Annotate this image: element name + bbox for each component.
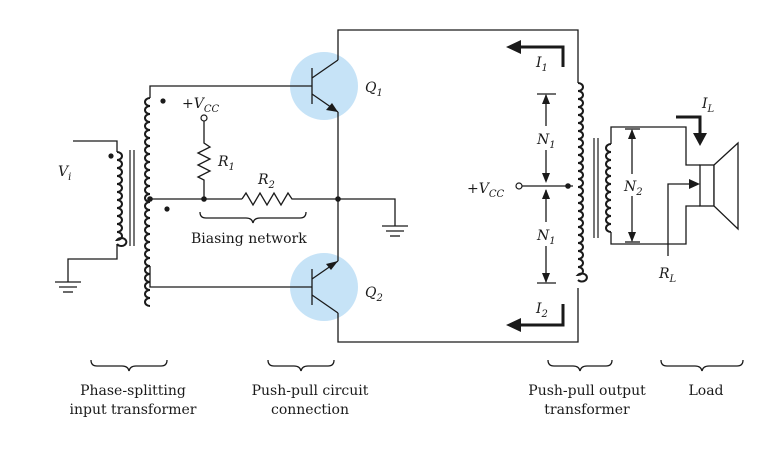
transistor-q2: Q2 [290, 253, 383, 321]
caption-output-transformer: Push-pull output transformer [528, 359, 646, 418]
svg-text:Push-pull circuit: Push-pull circuit [252, 383, 369, 399]
output-transformer: +VCC N1 N1 N2 [467, 40, 700, 332]
rl-label: RL [658, 266, 677, 285]
caption-load: Load [660, 359, 744, 399]
rl-pointer [667, 183, 692, 256]
n1-bottom-label: N1 [536, 228, 556, 247]
q2-collector-wire [337, 288, 579, 343]
emitter-node [335, 112, 408, 261]
vcc-left-terminal [200, 114, 208, 122]
speaker-load: RL IL [658, 96, 739, 285]
n1-bottom-dimension: N1 [536, 189, 556, 284]
polarity-dot [108, 153, 114, 159]
input-transformer: Vi [55, 97, 170, 307]
i1-current-arrow: I1 [506, 40, 565, 74]
n2-label: N2 [623, 179, 643, 198]
vcc-left-label: +VCC [182, 96, 219, 115]
i2-current-arrow: I2 [506, 301, 565, 332]
svg-text:Push-pull output: Push-pull output [528, 383, 646, 399]
biasing-network: +VCC R1 R2 Biasing network [147, 85, 338, 288]
wire-to-ground [338, 198, 396, 226]
biasing-network-label: Biasing network [191, 231, 307, 247]
input-wire-bottom [67, 244, 118, 282]
i2-label: I2 [535, 301, 548, 320]
il-label: IL [701, 96, 715, 115]
input-primary-coil [115, 151, 128, 247]
vcc-right-terminal [515, 182, 523, 190]
junction-dot [201, 196, 207, 202]
q1-label: Q1 [365, 80, 383, 99]
speaker-magnet [699, 164, 715, 207]
r1-resistor [196, 121, 212, 199]
svg-text:connection: connection [271, 402, 349, 418]
junction-dot [147, 196, 153, 202]
biasing-brace [199, 211, 307, 224]
wire-secondary-bottom [149, 266, 290, 288]
caption-phase-splitting: Phase-splitting input transformer [70, 359, 197, 418]
ground-icon [382, 225, 408, 237]
transistor-q1: Q1 [290, 52, 383, 120]
svg-text:transformer: transformer [544, 402, 630, 418]
r2-label: R2 [257, 172, 275, 191]
secondary-top-wire [610, 126, 700, 166]
r2-resistor [241, 191, 338, 207]
speaker-cone-icon [713, 141, 739, 231]
i1-label: I1 [535, 55, 548, 74]
il-arrow-head [693, 133, 707, 146]
polarity-dot [164, 206, 170, 212]
input-secondary-coil [144, 97, 151, 307]
q1-body [290, 52, 358, 120]
output-primary-coil [575, 82, 588, 283]
vi-label: Vi [58, 164, 71, 183]
q2-label: Q2 [365, 285, 383, 304]
q2-emitter-arrow [326, 261, 338, 270]
caption-push-pull-circuit: Push-pull circuit connection [252, 359, 369, 418]
wire-secondary-top [149, 85, 290, 98]
q1-emitter-arrow [326, 103, 338, 112]
output-secondary-coil [605, 143, 612, 233]
ground-icon [55, 281, 81, 293]
n1-top-dimension: N1 [536, 93, 556, 183]
junction-dot [565, 183, 571, 189]
polarity-dot [160, 98, 166, 104]
vcc-right-label: +VCC [467, 181, 504, 200]
svg-text:Load: Load [688, 383, 723, 399]
n2-dimension: N2 [623, 128, 643, 243]
n1-top-label: N1 [536, 132, 556, 151]
svg-text:input transformer: input transformer [70, 402, 197, 418]
r1-label: R1 [217, 154, 235, 173]
q2-body [290, 253, 358, 321]
svg-text:Phase-splitting: Phase-splitting [80, 383, 186, 399]
input-wire-top [73, 140, 118, 152]
secondary-bottom-wire [610, 205, 700, 245]
q1-collector-wire [337, 29, 579, 83]
